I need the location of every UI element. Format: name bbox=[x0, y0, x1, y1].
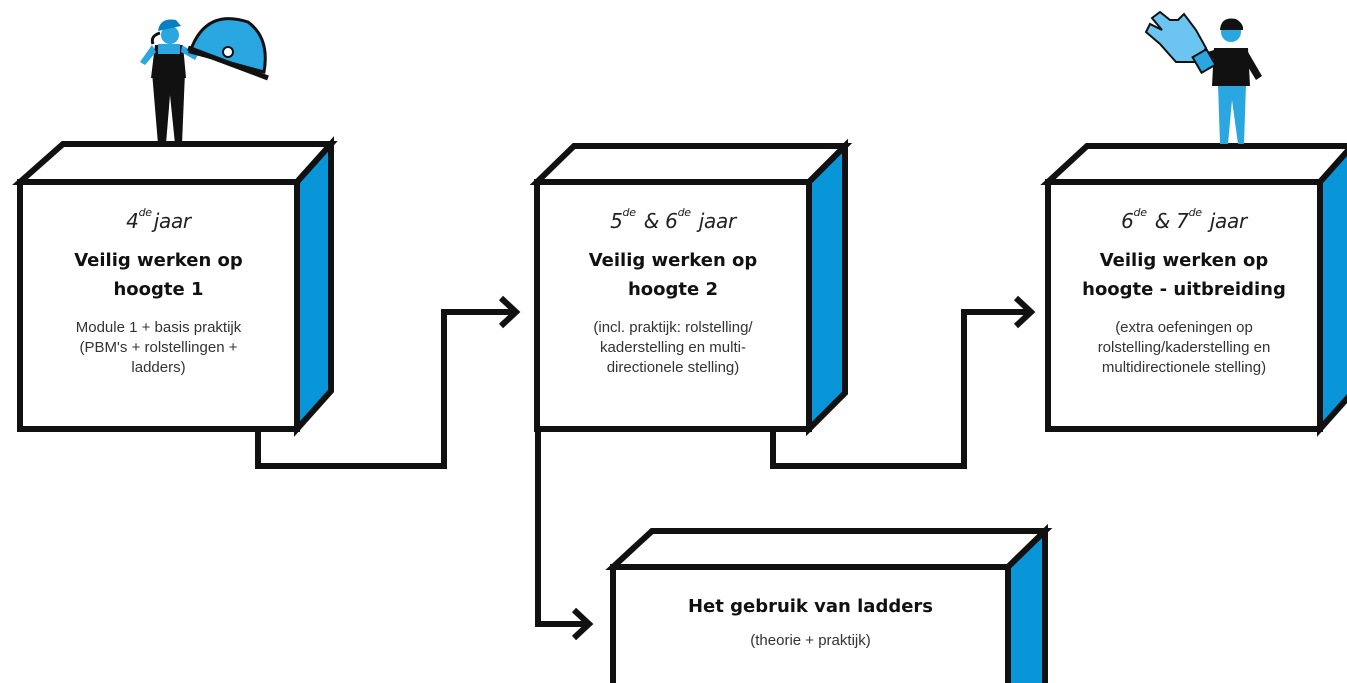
box-1-shape bbox=[12, 136, 338, 437]
box-4-title: Het gebruik van ladders bbox=[687, 596, 934, 617]
worker-with-glove-icon bbox=[1144, 10, 1262, 144]
box-4-shape bbox=[605, 523, 1053, 683]
connector-1-2 bbox=[255, 309, 512, 469]
box-2-description: (incl. praktijk: rolstelling/kaderstelli… bbox=[593, 319, 753, 376]
arrowhead-1 bbox=[498, 295, 521, 329]
box-2-shape bbox=[529, 138, 853, 437]
worker-with-helmet-icon bbox=[140, 17, 269, 144]
box-2-year: 5de & 6de jaar bbox=[610, 206, 736, 233]
connector-2-3 bbox=[770, 309, 1027, 469]
connector-2-4 bbox=[535, 429, 585, 627]
box-1-description: Module 1 + basis praktijk(PBM's + rolste… bbox=[75, 319, 242, 376]
box-3-year: 6de & 7de jaar bbox=[1121, 206, 1247, 233]
box-4-text: Het gebruik van ladders (theorie + prakt… bbox=[616, 592, 1005, 651]
box-4-description: (theorie + praktijk) bbox=[750, 632, 871, 649]
arrowhead-2 bbox=[1013, 295, 1036, 329]
box-3-shape bbox=[1040, 143, 1347, 437]
arrowhead-3 bbox=[571, 607, 594, 641]
